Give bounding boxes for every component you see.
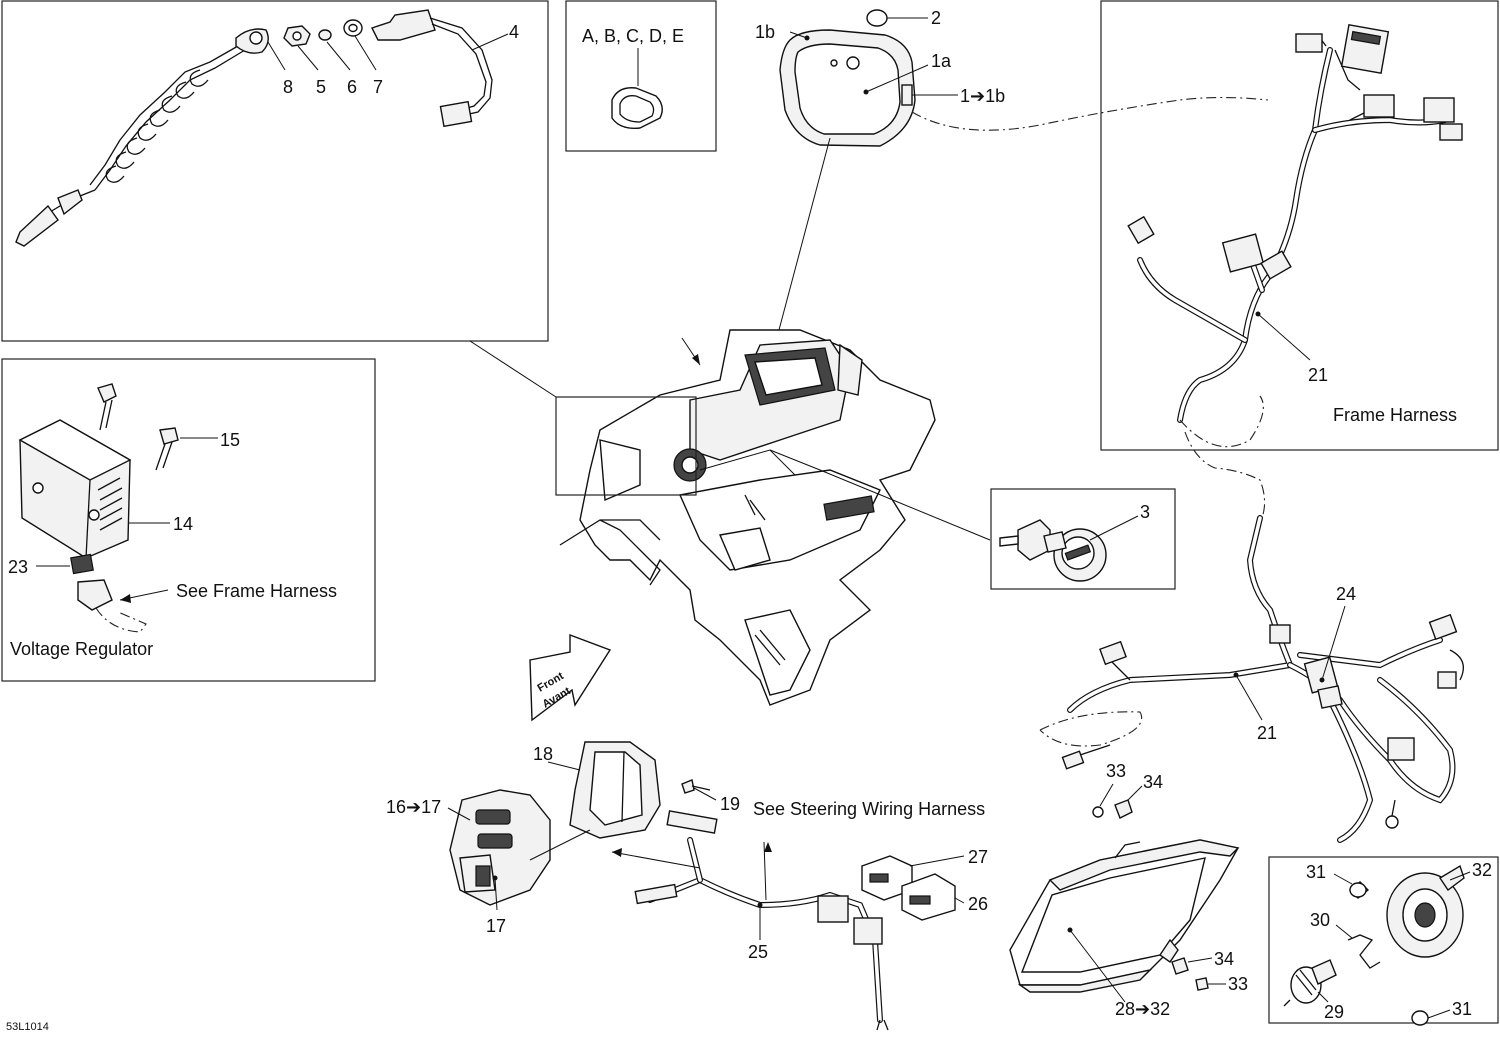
bulb-parts-illustration	[1283, 864, 1465, 1026]
callout-1a: 1a	[931, 51, 952, 71]
callout-21-upper: 21	[1308, 365, 1328, 385]
callout-29: 29	[1324, 1002, 1344, 1022]
callout-33-upper: 33	[1106, 761, 1126, 781]
callout-17: 17	[486, 916, 506, 936]
callout-16-to-17: 16➔17	[386, 797, 441, 817]
callout-15: 15	[220, 430, 240, 450]
headlight-washer-33	[1092, 806, 1104, 818]
callout-14: 14	[173, 514, 193, 534]
frame-harness-label: Frame Harness	[1333, 405, 1457, 425]
callout-2: 2	[931, 8, 941, 28]
callout-26: 26	[968, 894, 988, 914]
callout-31-lower: 31	[1452, 999, 1472, 1019]
steering-harness-illustration	[634, 810, 956, 1031]
panel-frame-harness	[1100, 0, 1499, 451]
callout-23: 23	[8, 557, 28, 577]
panel-tether-cord	[1, 0, 549, 342]
callout-1b: 1b	[755, 22, 775, 42]
callout-5: 5	[316, 77, 326, 97]
callout-28-to-32: 28➔32	[1115, 999, 1170, 1019]
callout-24: 24	[1336, 584, 1356, 604]
voltage-regulator-illustration	[18, 383, 179, 633]
headlight-clip-34-lower	[1171, 957, 1189, 975]
main-harness-illustration	[1039, 515, 1464, 843]
voltage-regulator-label: Voltage Regulator	[10, 639, 153, 659]
gauge-bulb-2	[866, 9, 888, 27]
drawing-code: 53L1014	[6, 1021, 49, 1033]
callout-19: 19	[720, 794, 740, 814]
callout-8: 8	[283, 77, 293, 97]
gasket-codes-label: A, B, C, D, E	[582, 26, 684, 46]
callout-32: 32	[1472, 860, 1492, 880]
callout-25: 25	[748, 942, 768, 962]
panel-gasket	[565, 0, 717, 152]
callout-3: 3	[1140, 502, 1150, 522]
hood-console-illustration	[559, 329, 936, 706]
front-direction-arrow: Front Avant	[529, 633, 612, 722]
callout-7: 7	[373, 77, 383, 97]
tether-cord-illustration	[15, 9, 493, 247]
see-frame-harness-label: See Frame Harness	[176, 581, 337, 601]
callout-27: 27	[968, 847, 988, 867]
ignition-switch-illustration	[999, 519, 1107, 582]
handlebar-switch-illustration	[449, 741, 711, 906]
frame-harness-illustration	[1127, 24, 1463, 423]
panel-ignition-switch	[990, 488, 1176, 590]
callout-31-upper: 31	[1306, 862, 1326, 882]
see-steering-harness-label: See Steering Wiring Harness	[753, 799, 985, 819]
panel-voltage-regulator	[1, 358, 376, 682]
callout-1-to-1b: 1➔1b	[960, 86, 1005, 106]
callout-30: 30	[1310, 910, 1330, 930]
headlight-screw-33-lower	[1195, 977, 1209, 991]
callout-21-lower: 21	[1257, 723, 1277, 743]
callout-33-lower: 33	[1228, 974, 1248, 994]
callout-34-upper: 34	[1143, 772, 1163, 792]
callout-6: 6	[347, 77, 357, 97]
instrument-gauge	[779, 29, 916, 147]
panel-headlight-bulb	[1268, 856, 1499, 1024]
headlight-clip-34	[1114, 799, 1133, 819]
callout-4: 4	[509, 22, 519, 42]
callout-34-lower: 34	[1214, 949, 1234, 969]
callout-18: 18	[533, 744, 553, 764]
headlight-illustration	[1009, 839, 1240, 993]
